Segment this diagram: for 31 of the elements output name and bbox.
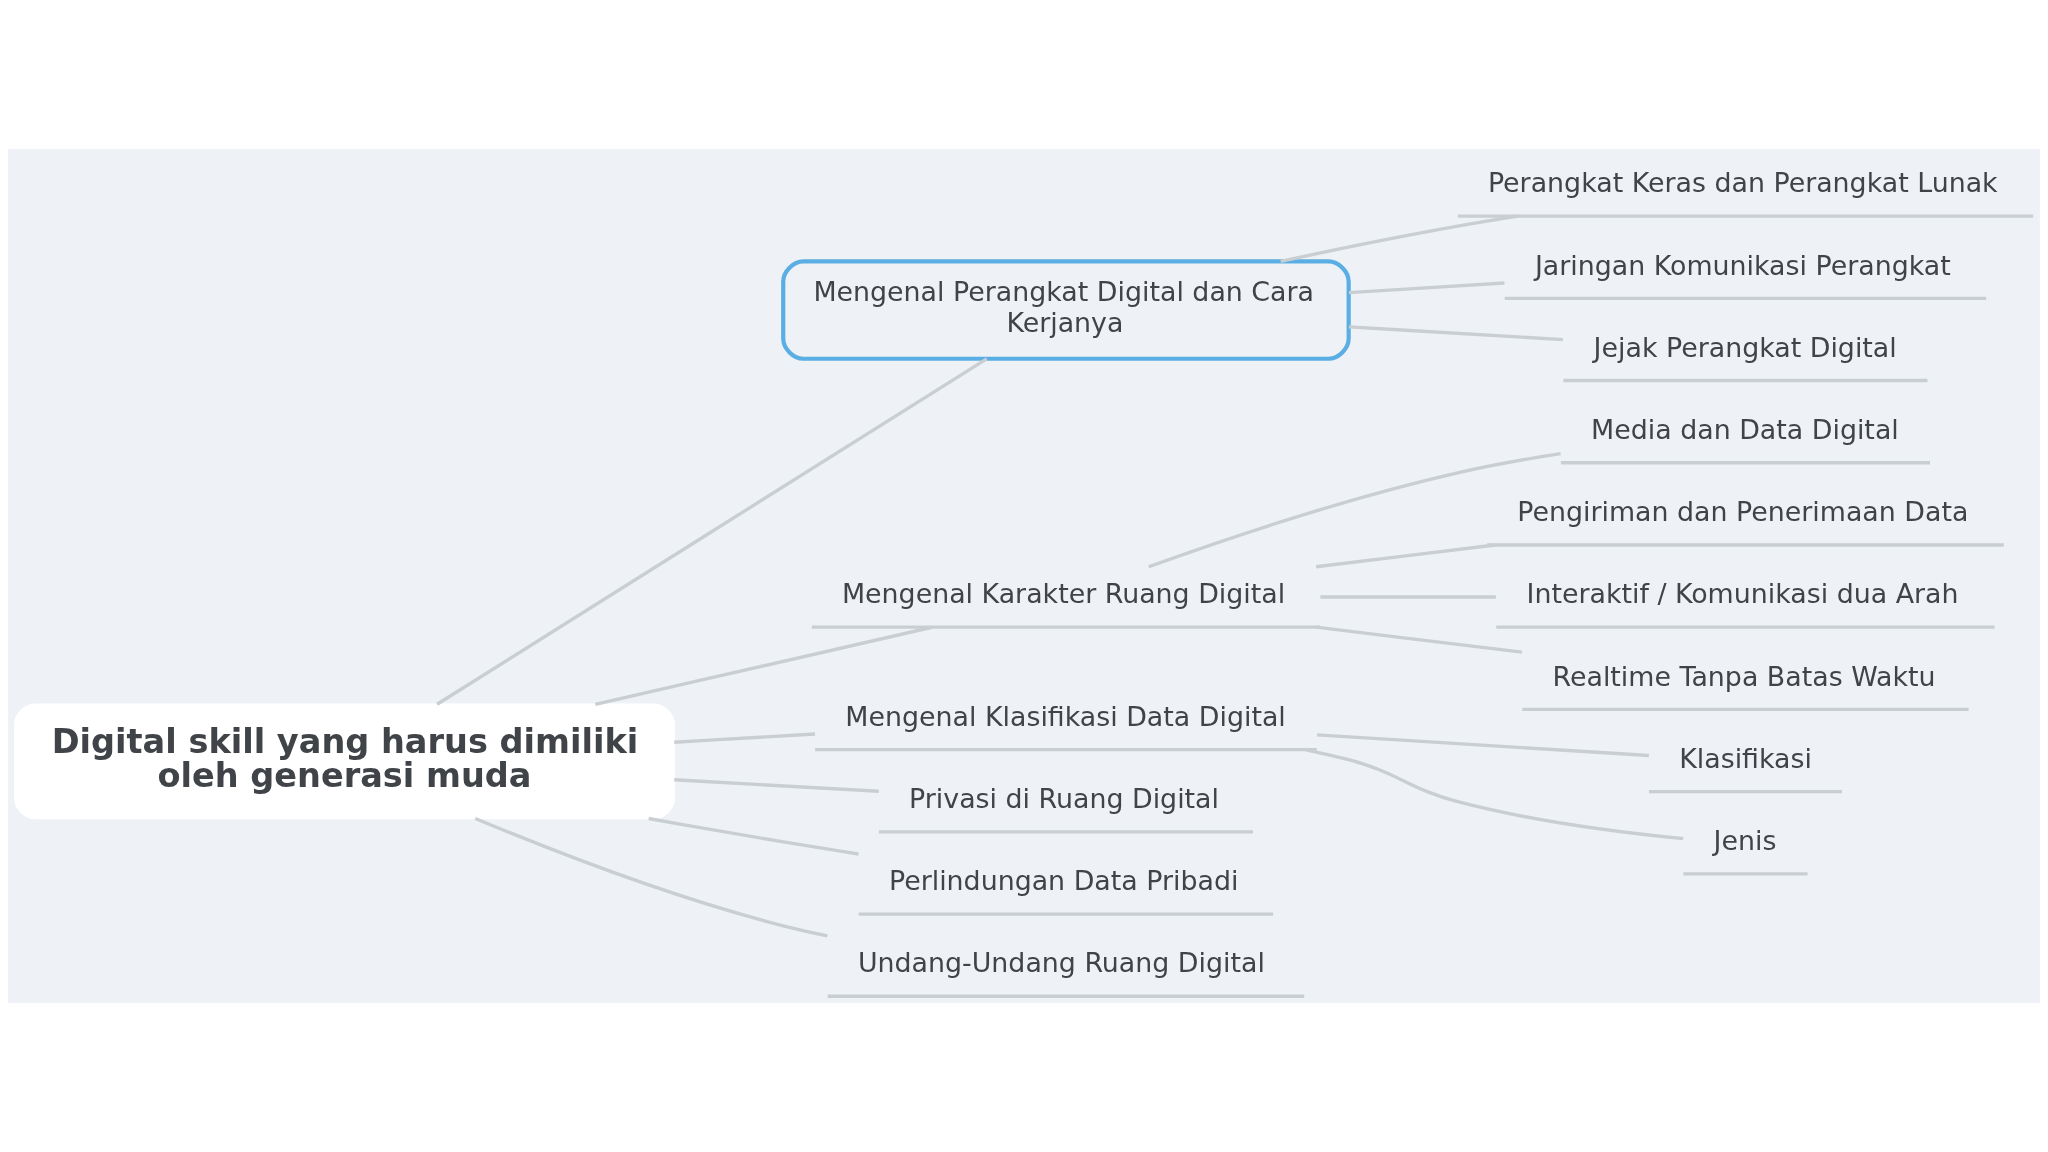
node-text: Privasi di Ruang Digital [909,783,1220,815]
node-text: Jenis [1713,824,1777,856]
connector [474,816,828,938]
connector [1316,733,1649,758]
connector [1148,452,1561,569]
node-text: Perlindungan Data Pribadi [888,865,1239,897]
node-box: Digital skill yang harus dimiliki oleh generasi muda [13,703,675,820]
connector [1315,625,1523,654]
node-text: Interaktif / Komunikasi dua Arah [1526,578,1959,610]
connector [1280,214,1519,263]
connector [1305,748,1684,841]
node-text: Media dan Data Digital [1591,413,1899,445]
node-text: Realtime Tanpa Batas Waktu [1552,660,1936,692]
node-box: Mengenal Perangkat Digital dan Cara Kerjanya [781,259,1351,361]
connector [674,778,879,793]
node-text: Pengiriman dan Penerimaan Data [1517,496,1969,528]
node-text: Mengenal Klasifikasi Data Digital [845,700,1286,732]
connector [1348,325,1564,342]
node-text: Klasifikasi [1679,742,1812,774]
node-text: Mengenal Karakter Ruang Digital [841,578,1286,610]
connector [594,625,933,706]
node-text: Jejak Perangkat Digital [1593,331,1897,363]
node-text: Undang-Undang Ruang Digital [857,947,1265,979]
connector [1315,543,1496,569]
node-text: Perangkat Keras dan Perangkat Lunak [1487,167,1998,199]
connector [1320,595,1496,599]
node-text: Jaringan Komunikasi Perangkat [1534,249,1951,281]
connector [436,357,988,706]
connector [1348,281,1505,295]
connector [674,732,816,744]
connector [648,816,859,856]
